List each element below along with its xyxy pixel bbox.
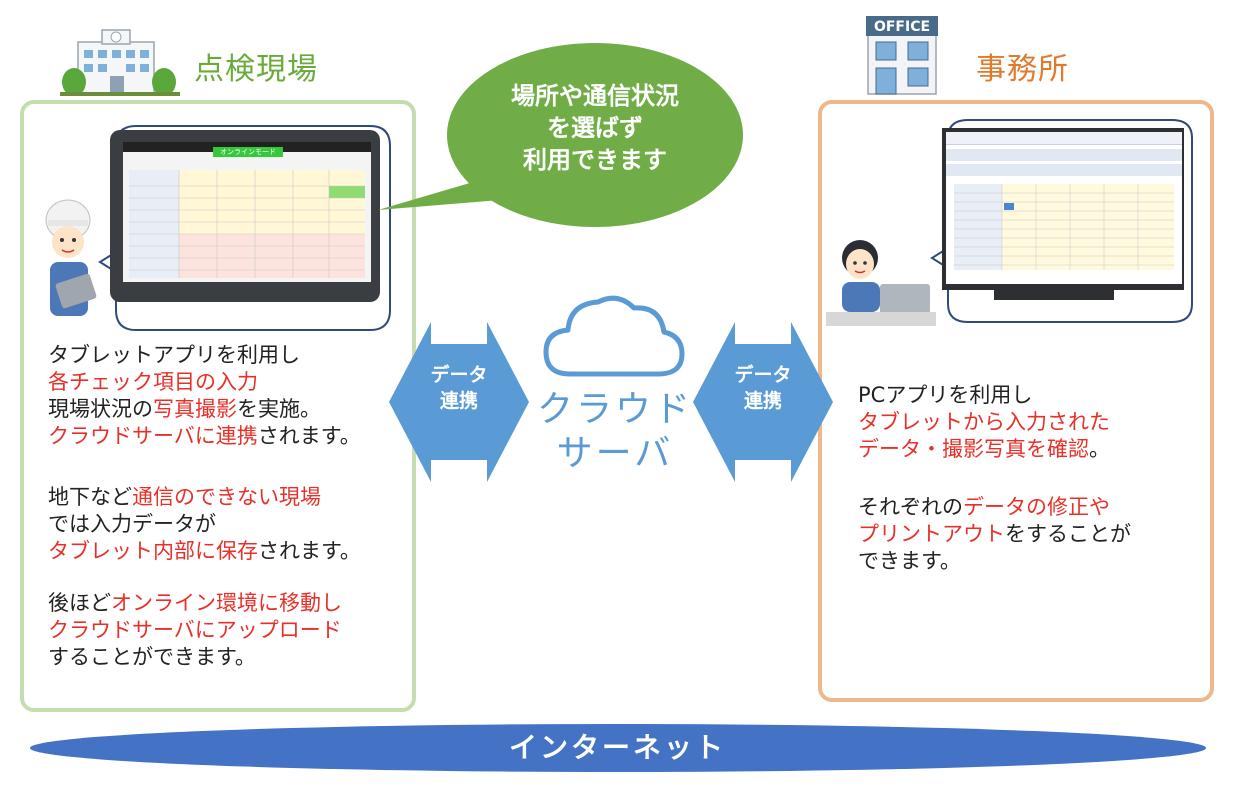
site-line: することができます。 — [48, 644, 342, 671]
site-description-1: タブレットアプリを利用し各チェック項目の入力現場状況の写真撮影を実施。クラウドサ… — [48, 342, 361, 450]
highlight-text: 通信のできない現場 — [132, 485, 321, 509]
site-line: 地下など通信のできない現場 — [48, 484, 361, 511]
site-description-2: 地下など通信のできない現場では入力データがタブレット内部に保存されます。 — [48, 484, 361, 565]
site-line: では入力データが — [48, 511, 361, 538]
body-text: されます。 — [258, 539, 361, 563]
site-line: タブレットアプリを利用し — [48, 342, 361, 369]
arrow-left-label: データ 連携 — [430, 364, 488, 412]
bubble-line-3: 利用できます — [523, 146, 667, 174]
building-icon — [60, 29, 180, 96]
office-line: データ・撮影写真を確認。 — [858, 436, 1110, 463]
body-text: 現場状況の — [48, 397, 153, 421]
site-line: クラウドサーバにアップロード — [48, 617, 342, 644]
site-line: 後ほどオンライン環境に移動し — [48, 590, 342, 617]
office-line: PCアプリを利用し — [858, 382, 1110, 409]
office-description-1: PCアプリを利用しタブレットから入力されたデータ・撮影写真を確認。 — [858, 382, 1110, 463]
site-title: 点検現場 — [194, 52, 318, 87]
highlight-text: タブレット内部に保存 — [48, 539, 258, 563]
site-line: タブレット内部に保存されます。 — [48, 538, 361, 565]
highlight-text: タブレットから入力された — [858, 410, 1110, 434]
highlight-text: クラウドサーバにアップロード — [48, 618, 342, 642]
site-line: 各チェック項目の入力 — [48, 369, 361, 396]
office-line: できます。 — [858, 548, 1131, 575]
data-sync-arrow-right — [693, 322, 833, 482]
body-text: 。 — [1089, 437, 1110, 461]
body-text: できます。 — [858, 549, 961, 573]
body-text: されます。 — [257, 424, 361, 448]
worker-icon — [45, 199, 97, 316]
body-text: することができます。 — [48, 645, 256, 669]
office-worker-icon — [826, 240, 936, 326]
data-sync-arrow-left — [389, 322, 529, 482]
pc-screen — [946, 132, 1182, 284]
body-text: を実施。 — [237, 397, 321, 421]
arrow-right-label: データ 連携 — [734, 364, 792, 412]
body-text: それぞれの — [858, 495, 963, 519]
office-line: それぞれのデータの修正や — [858, 494, 1131, 521]
office-line: プリントアウトをすることが — [858, 521, 1131, 548]
bubble-line-2: を選ばず — [547, 114, 643, 142]
office-description-2: それぞれのデータの修正やプリントアウトをすることができます。 — [858, 494, 1131, 575]
highlight-text: 各チェック項目の入力 — [48, 370, 258, 394]
highlight-text: データの修正や — [963, 495, 1110, 519]
site-description-3: 後ほどオンライン環境に移動しクラウドサーバにアップロードすることができます。 — [48, 590, 342, 671]
body-text: 地下など — [48, 485, 132, 509]
internet-ellipse — [30, 724, 1206, 772]
highlight-text: オンライン環境に移動し — [111, 591, 342, 615]
body-text: では入力データが — [48, 512, 216, 536]
body-text: をすることが — [1005, 522, 1131, 546]
pc-table — [954, 184, 1174, 270]
highlight-text: クラウドサーバに連携 — [48, 424, 258, 448]
mode-indicator: オンラインモード — [213, 147, 283, 157]
body-text: タブレットアプリを利用し — [48, 343, 300, 367]
tablet-screen: オンラインモード — [123, 142, 371, 282]
body-text: PCアプリを利用し — [858, 383, 1033, 407]
highlight-text: 写真撮影 — [153, 397, 237, 421]
office-line: タブレットから入力された — [858, 409, 1110, 436]
cloud-icon — [543, 295, 685, 377]
bubble-line-1: 場所や通信状況 — [511, 82, 679, 110]
internet-label: インターネット — [508, 731, 726, 764]
site-line: クラウドサーバに連携されます。 — [48, 423, 361, 450]
speech-bubble — [378, 43, 743, 227]
site-line: 現場状況の写真撮影を実施。 — [48, 396, 361, 423]
office-title: 事務所 — [976, 52, 1069, 87]
bubble-text: 場所や通信状況 を選ばず 利用できます — [470, 80, 720, 176]
highlight-text: データ・撮影写真を確認 — [858, 437, 1089, 461]
highlight-text: プリントアウト — [858, 522, 1005, 546]
cloud-server-label: クラウド サーバ — [536, 389, 693, 474]
tablet-table — [129, 170, 365, 278]
body-text: 後ほど — [48, 591, 111, 615]
office-building-icon: OFFICE — [866, 16, 938, 95]
office-sign: OFFICE — [874, 19, 930, 35]
